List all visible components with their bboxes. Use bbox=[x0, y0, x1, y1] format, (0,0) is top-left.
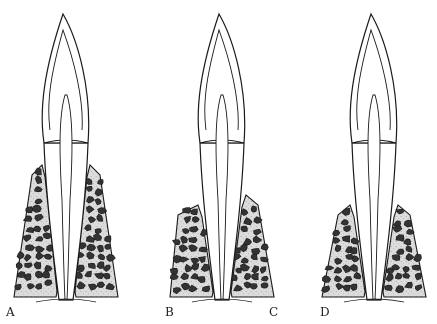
tooth-1 bbox=[14, 14, 118, 302]
trabecular-bone-left bbox=[23, 216, 32, 222]
trabecular-bone-left bbox=[36, 271, 43, 278]
tooth-2 bbox=[170, 14, 274, 302]
trabecular-bone-right bbox=[385, 285, 393, 291]
trabecular-bone-right bbox=[261, 283, 268, 289]
trabecular-bone-left bbox=[189, 237, 198, 242]
label-b: B bbox=[165, 305, 174, 319]
label-c: C bbox=[269, 305, 279, 319]
label-d: D bbox=[320, 305, 330, 319]
trabecular-bone-right bbox=[252, 273, 259, 280]
trabecular-bone-right bbox=[105, 244, 111, 249]
trabecular-bone-right bbox=[251, 254, 257, 260]
trabecular-bone-left bbox=[342, 208, 350, 215]
label-a: A bbox=[6, 305, 15, 319]
trabecular-bone-right bbox=[404, 220, 412, 227]
trabecular-bone-right bbox=[107, 254, 116, 261]
trabecular-bone-right bbox=[251, 206, 257, 213]
trabecular-bone-left bbox=[173, 240, 181, 245]
trabecular-bone-left bbox=[335, 245, 341, 252]
trabecular-bone-right bbox=[392, 255, 400, 261]
trabecular-bone-left bbox=[35, 168, 41, 175]
trabecular-bone-right bbox=[95, 229, 101, 234]
trabecular-bone-left bbox=[183, 208, 192, 214]
trabecular-bone-left bbox=[351, 238, 359, 245]
tooth-3 bbox=[322, 14, 427, 302]
